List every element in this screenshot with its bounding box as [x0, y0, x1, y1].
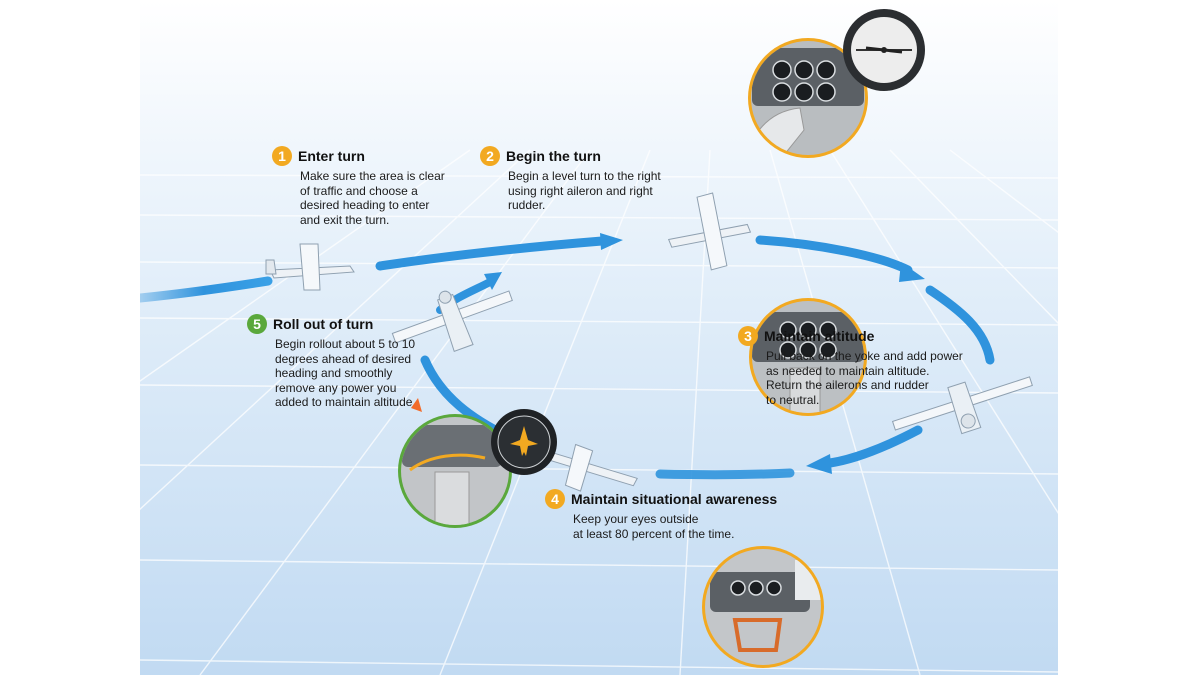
airplane-entry	[265, 243, 355, 291]
cockpit-view-rollout	[398, 414, 512, 528]
sky-background	[140, 0, 1058, 675]
step-situational-awareness: 4 Maintain situational awareness Keep yo…	[545, 489, 777, 541]
step-maintain-altitude: 3 Maintain altitude Pull back on the yok…	[738, 326, 963, 407]
arc-bottom-right-arrowhead	[806, 454, 832, 474]
entry-path-left	[140, 276, 273, 303]
turn-arc-bottom-right	[825, 425, 923, 468]
entry-path-to-turn	[375, 236, 607, 271]
attitude-indicator-gauge	[843, 9, 925, 91]
step-enter-turn: 1 Enter turn Make sure the area is clear…	[272, 146, 445, 227]
rollout-arrowhead	[484, 272, 502, 290]
turn-arc-right	[925, 285, 995, 365]
step-number-badge: 1	[272, 146, 292, 166]
step-title: Maintain situational awareness	[571, 491, 778, 507]
entry-path-arrowhead	[600, 233, 623, 250]
sky-panel	[140, 0, 1058, 675]
step-number-badge: 4	[545, 489, 565, 509]
step-title: Begin the turn	[506, 148, 601, 164]
flight-path-arrows	[140, 233, 995, 480]
step-title: Maintain altitude	[764, 328, 875, 344]
turn-arc-top-right	[755, 235, 913, 275]
step-title: Enter turn	[298, 148, 365, 164]
step-description: Begin a level turn to the right using ri…	[508, 169, 661, 212]
turn-arc-bottom	[655, 468, 795, 480]
step-number-badge: 3	[738, 326, 758, 346]
step-description: Make sure the area is clear of traffic a…	[300, 169, 445, 227]
cockpit-view-maintain-altitude	[749, 298, 867, 416]
step-description: Pull back on the yoke and add power as n…	[766, 349, 963, 407]
arc-top-right-arrowhead	[899, 262, 925, 282]
grid-lines	[140, 149, 1058, 675]
cockpit-view-situational-awareness	[702, 546, 824, 668]
step-description: Keep your eyes outside at least 80 perce…	[573, 512, 735, 541]
airplane-begin-turn	[667, 192, 752, 271]
airplane-banking	[391, 290, 513, 353]
step-roll-out-of-turn: 5 Roll out of turn Begin rollout about 5…	[247, 314, 415, 410]
step-title: Roll out of turn	[273, 316, 374, 332]
step-begin-turn: 2 Begin the turn Begin a level turn to t…	[480, 146, 661, 213]
step-description: Begin rollout about 5 to 10 degrees ahea…	[275, 337, 416, 409]
heading-indicator-gauge	[491, 409, 557, 475]
step-number-badge: 2	[480, 146, 500, 166]
rollout-orange-arrow	[411, 398, 422, 412]
airplane-maintain-altitude	[891, 376, 1033, 435]
step-number-badge: 5	[247, 314, 267, 334]
